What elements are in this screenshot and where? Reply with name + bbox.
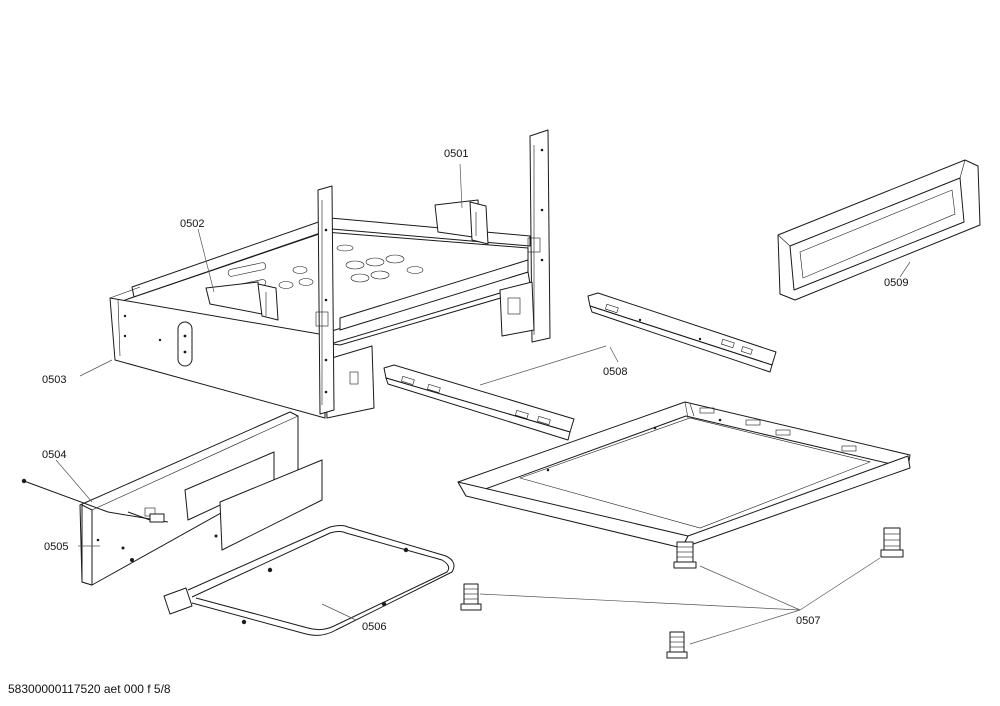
- label-0507: 0507: [796, 615, 820, 627]
- feet-0507: [460, 527, 904, 659]
- foot: [460, 583, 482, 611]
- drawer-frame-assembly: [109, 129, 551, 419]
- foot: [880, 527, 904, 558]
- part-labels: 0501 0502 0503 0504 0505 0506 0507 0508 …: [42, 148, 908, 633]
- heating-element-0506: [163, 525, 455, 636]
- label-0506: 0506: [362, 621, 386, 633]
- rod-0504: [21, 478, 169, 523]
- label-0504: 0504: [42, 449, 66, 461]
- label-0508: 0508: [603, 366, 627, 378]
- leader-lines: [55, 163, 911, 645]
- slide-rails-0508: [383, 292, 777, 441]
- floor-frame: [457, 401, 911, 549]
- bracket-0501: [434, 199, 489, 245]
- foot: [673, 541, 697, 569]
- label-0502: 0502: [180, 218, 204, 230]
- drawing-id: 58300000117520 aet 000 f 5/8: [8, 682, 171, 696]
- label-0501: 0501: [444, 148, 468, 160]
- label-0509: 0509: [884, 277, 908, 289]
- label-0503: 0503: [42, 374, 66, 386]
- label-0505: 0505: [44, 541, 68, 553]
- front-frame-0509: [777, 159, 981, 301]
- bracket-0502: [205, 281, 279, 321]
- front-panel-0505: [79, 411, 323, 586]
- foot: [666, 631, 688, 659]
